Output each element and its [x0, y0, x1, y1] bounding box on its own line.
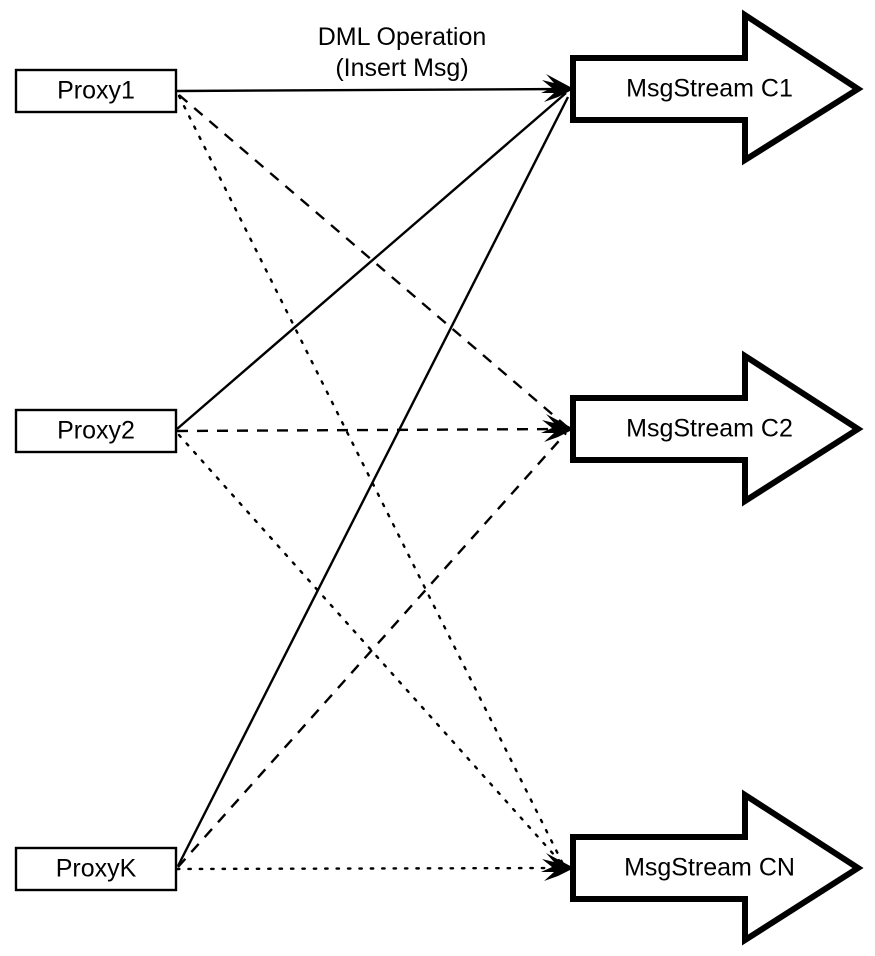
- stream-stream_cn[interactable]: MsgStream CN: [570, 789, 864, 946]
- node-label: Proxy1: [57, 77, 135, 105]
- edge-caption: DML Operation (Insert Msg): [318, 23, 487, 82]
- stream-label: MsgStream C2: [626, 415, 793, 443]
- edge-proxyK-c2: [177, 432, 567, 868]
- arrowheads-layer: [541, 74, 574, 881]
- edge-proxy1-c2: [178, 94, 567, 427]
- stream-label: MsgStream CN: [624, 854, 795, 882]
- stream-label: MsgStream C1: [626, 75, 793, 103]
- edge-proxyK-c1: [176, 96, 570, 867]
- stream-arrow-shape: [570, 9, 864, 166]
- node-box-rect: [14, 846, 178, 892]
- node-label: Proxy2: [57, 417, 135, 445]
- node-box-rect: [14, 408, 178, 454]
- node-proxyK[interactable]: ProxyK: [14, 846, 178, 892]
- edges-layer: [175, 87, 570, 871]
- edge-proxy2-c1: [176, 92, 567, 430]
- stream-arrow-shape: [570, 789, 864, 946]
- edge-proxy2-c2: [176, 427, 567, 433]
- edge-proxyK-cn: [175, 866, 566, 871]
- arrowhead-c2: [541, 414, 574, 442]
- arrowhead-cn: [541, 853, 574, 881]
- stream-stream_c2[interactable]: MsgStream C2: [570, 350, 864, 507]
- edge-proxy1-cn: [177, 94, 566, 868]
- stream-stream_c1[interactable]: MsgStream C1: [570, 9, 864, 166]
- stream-arrow-shape: [570, 350, 864, 507]
- streams-layer: MsgStream C1 MsgStream C2 MsgStream CN: [570, 9, 864, 946]
- node-proxy1[interactable]: Proxy1: [14, 68, 178, 114]
- edge-caption-line-2: (Insert Msg): [335, 54, 468, 82]
- edge-caption-line-1: DML Operation: [318, 23, 487, 51]
- node-label: ProxyK: [56, 855, 137, 883]
- node-proxy2[interactable]: Proxy2: [14, 408, 178, 454]
- arrowhead-c1: [541, 74, 574, 102]
- edge-proxy2-cn: [177, 433, 566, 868]
- node-box-rect: [14, 68, 178, 114]
- edge-proxy1-c1: [176, 87, 568, 93]
